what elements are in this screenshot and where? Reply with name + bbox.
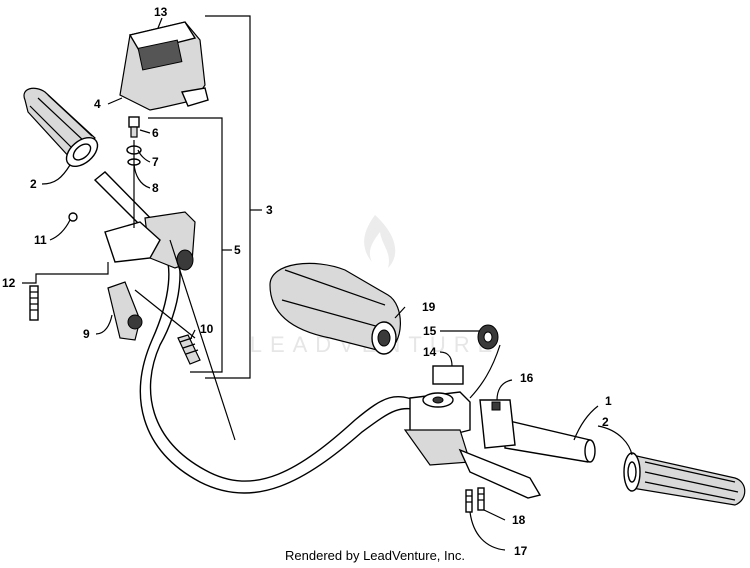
callout-17: 17: [514, 544, 528, 558]
callout-11: 11: [34, 233, 47, 247]
right-grip: [623, 452, 746, 506]
callout-13: 13: [154, 5, 168, 19]
screw-6: [128, 116, 140, 138]
brake-assembly: [403, 391, 542, 499]
callout-16: 16: [520, 371, 534, 385]
screw-17: [465, 489, 473, 513]
callout-2-left: 2: [30, 177, 37, 191]
callout-6: 6: [152, 126, 159, 140]
assembly-brackets: [148, 15, 251, 379]
callout-14: 14: [423, 345, 437, 359]
callout-15: 15: [423, 324, 437, 338]
callout-labels: 1 2 2 3 4 5 6 7 8 9 10 11 12 13 14 15 16…: [2, 5, 612, 558]
callout-5: 5: [234, 243, 241, 257]
callout-4: 4: [94, 97, 101, 111]
throttle-lever: [107, 281, 143, 341]
screw-10: [177, 334, 201, 365]
callout-12: 12: [2, 276, 16, 290]
screw-12: [29, 285, 39, 321]
screw-18: [477, 487, 485, 511]
leader-lines: [22, 17, 633, 551]
screw-11: [68, 212, 78, 222]
callout-1: 1: [605, 394, 612, 408]
callout-19: 19: [422, 300, 436, 314]
flame-logo-icon: [364, 215, 396, 268]
throttle-housing-cover: [119, 21, 209, 111]
throttle-body: [104, 211, 196, 271]
handlebar-pad: [269, 262, 401, 355]
callout-8: 8: [152, 181, 159, 195]
footer-credit: Rendered by LeadVenture, Inc.: [285, 548, 465, 563]
callout-10: 10: [200, 322, 214, 336]
callout-7: 7: [152, 155, 159, 169]
callout-3: 3: [266, 203, 273, 217]
callout-9: 9: [83, 327, 90, 341]
callout-18: 18: [512, 513, 526, 527]
washer-15: [477, 324, 499, 350]
left-grip: [23, 87, 99, 168]
callout-2-right: 2: [602, 415, 609, 429]
label-14: [432, 365, 464, 385]
